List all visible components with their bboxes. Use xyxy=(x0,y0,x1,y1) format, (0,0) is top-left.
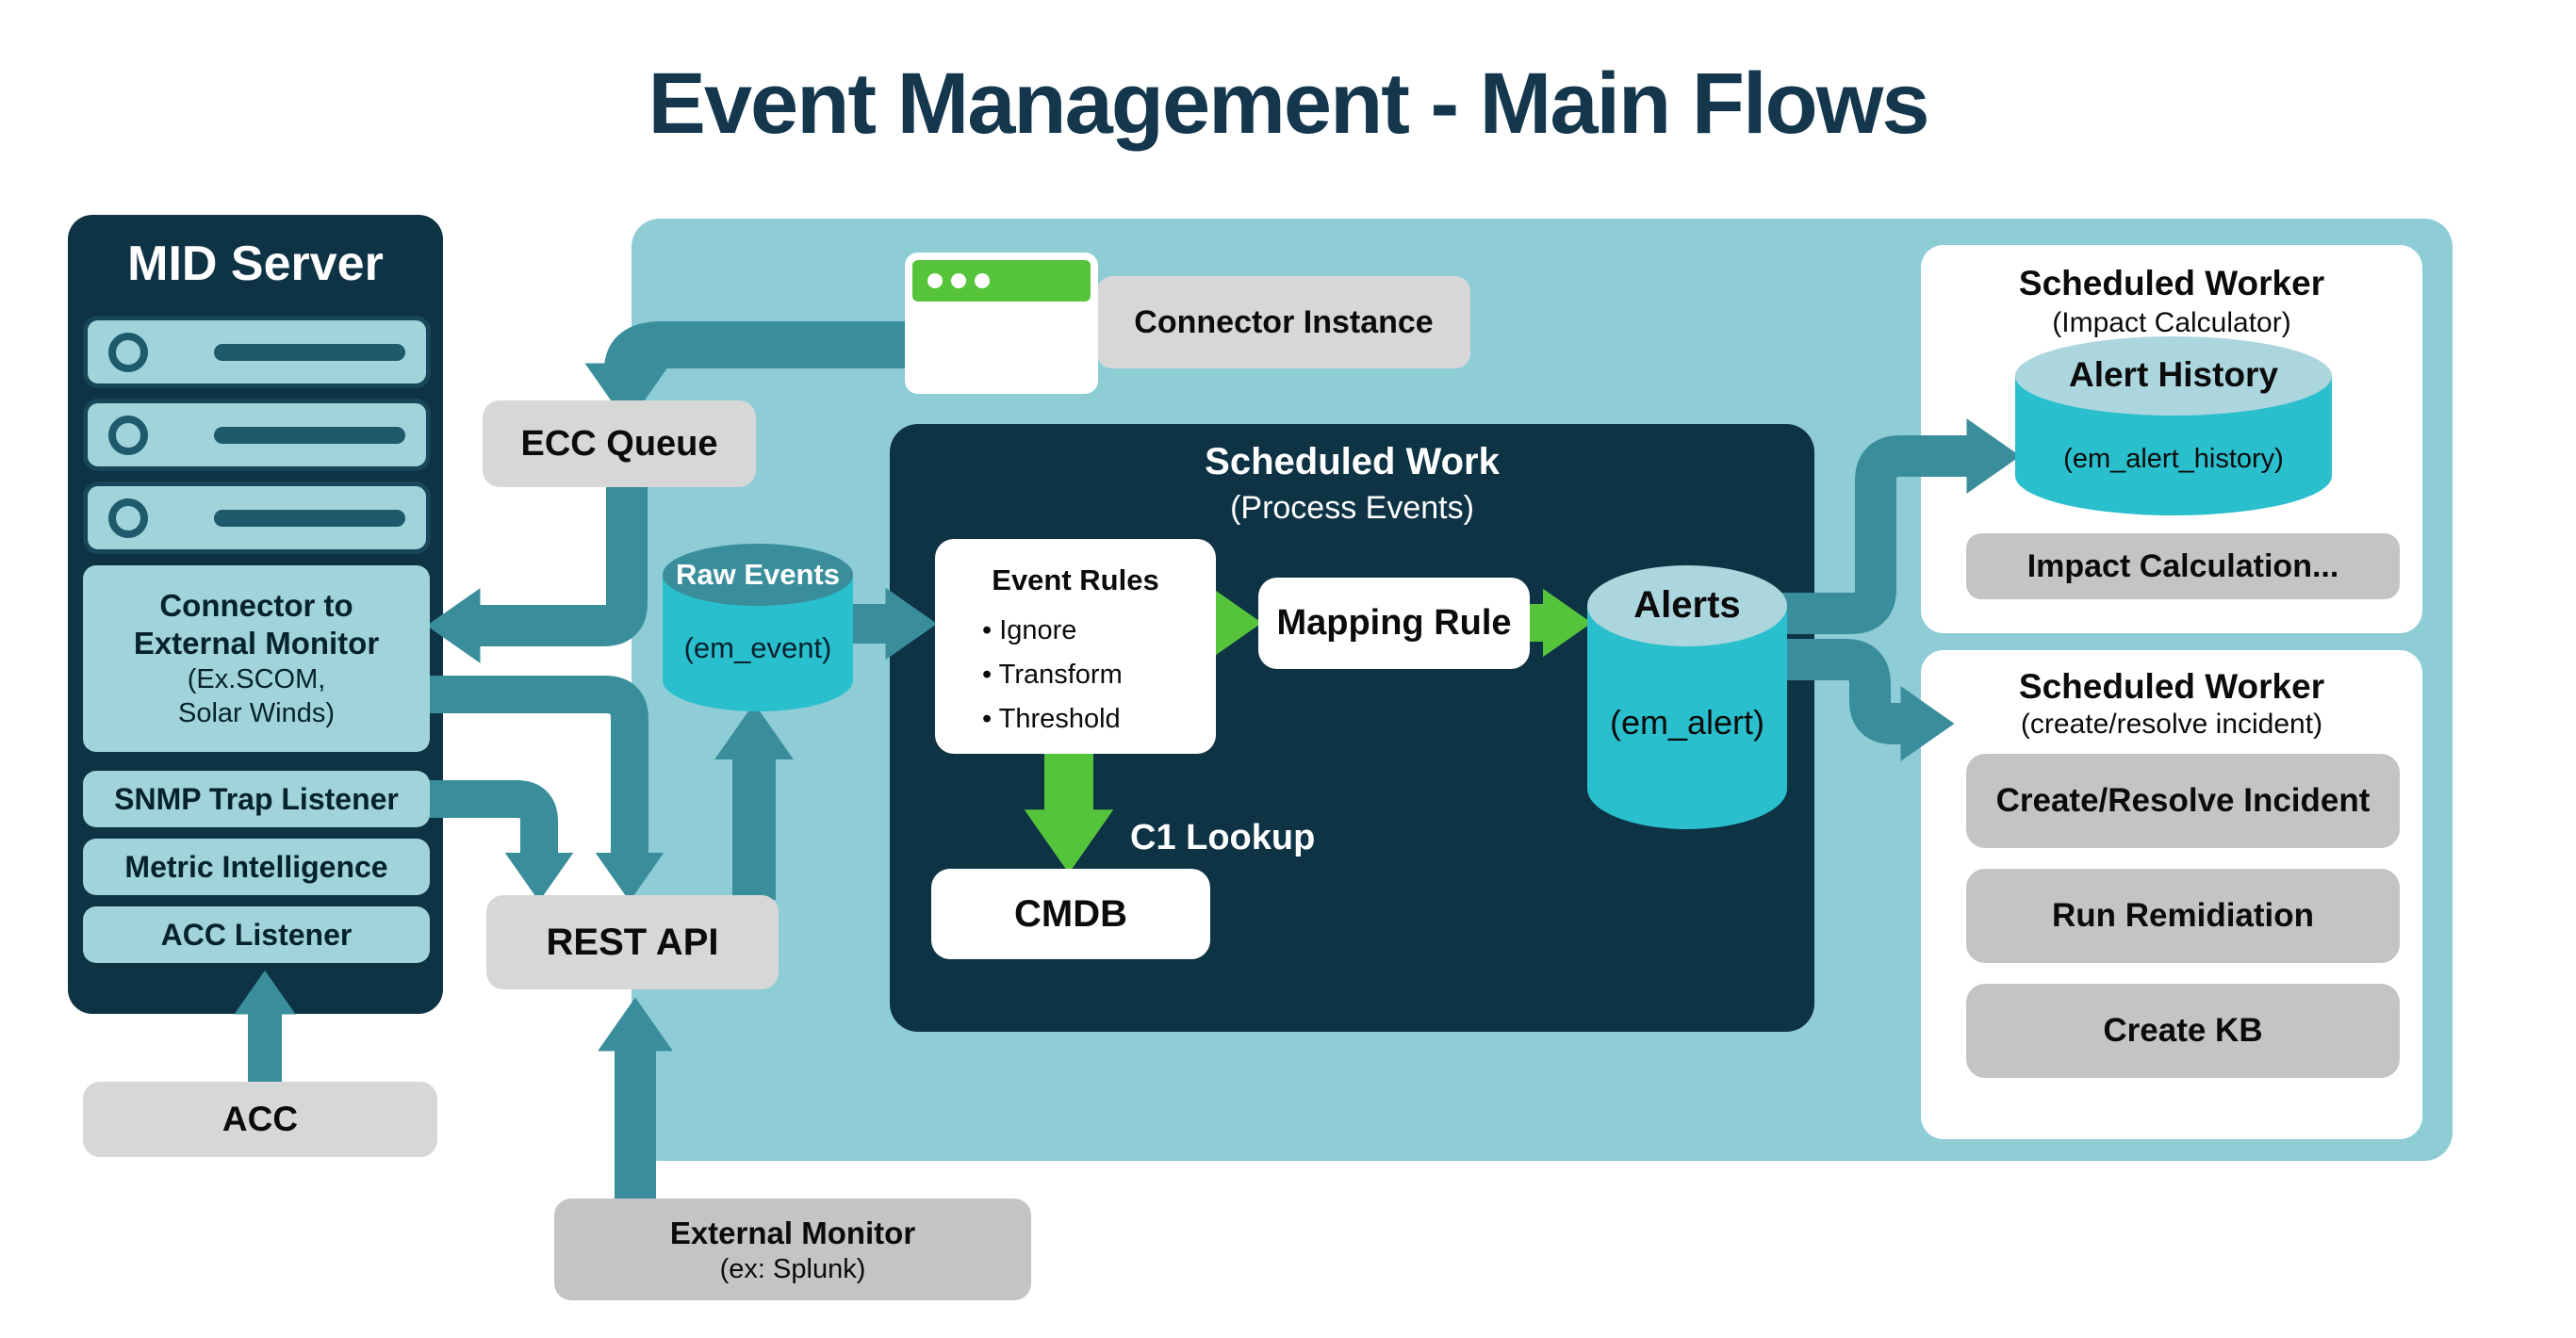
power-light-icon xyxy=(108,333,148,372)
event-rules-box: Event Rules • Ignore • Transform • Thres… xyxy=(935,539,1216,754)
scheduled-work-subtitle: (Process Events) xyxy=(1230,490,1474,526)
alert-history-db: Alert History (em_alert_history) xyxy=(2015,336,2332,515)
drive-bar-icon xyxy=(214,344,405,361)
impact-calculation-box: Impact Calculation... xyxy=(1966,533,2400,599)
rest-api-box: REST API xyxy=(486,895,779,989)
alerts-table: (em_alert) xyxy=(1609,703,1765,742)
alert-history-table: (em_alert_history) xyxy=(2063,444,2284,474)
connector-box-line1: Connector to xyxy=(159,588,353,623)
connector-box-line3: (Ex.SCOM, xyxy=(187,664,326,694)
scheduled-work-title: Scheduled Work xyxy=(1205,441,1500,482)
scheduled-worker-impact-title: Scheduled Worker xyxy=(2018,264,2325,302)
alert-history-title: Alert History xyxy=(2068,355,2279,394)
arrow-ecc-queue-to-external-connector xyxy=(426,482,648,664)
drive-bar-icon xyxy=(214,427,405,444)
connector-box-line4: Solar Winds) xyxy=(178,698,335,728)
connector-box-line2: External Monitor xyxy=(133,626,380,661)
metric-intelligence-box: Metric Intelligence xyxy=(83,839,430,895)
event-rules-title: Event Rules xyxy=(992,563,1159,596)
c1-lookup-label: C1 Lookup xyxy=(1130,818,1316,857)
scheduled-worker-incident-subtitle: (create/resolve incident) xyxy=(2020,709,2323,740)
power-light-icon xyxy=(108,416,148,455)
database-cylinder-icon xyxy=(1587,565,1787,829)
mid-server-title: MID Server xyxy=(127,237,384,291)
database-cylinder-icon xyxy=(2015,336,2332,515)
alerts-title: Alerts xyxy=(1633,584,1741,626)
scheduled-worker-incident-title: Scheduled Worker xyxy=(2018,667,2325,706)
arrow-external-connector-to-rest-api xyxy=(424,676,665,902)
create-kb-box: Create KB xyxy=(1966,984,2400,1078)
browser-titlebar xyxy=(912,260,1091,302)
event-rule-bullet: • Threshold xyxy=(982,704,1121,734)
page-title: Event Management - Main Flows xyxy=(648,56,1930,152)
window-dot-icon xyxy=(975,273,990,288)
cmdb-box: CMDB xyxy=(931,869,1210,959)
external-monitor-box: External Monitor (ex: Splunk) xyxy=(554,1199,1031,1300)
drive-bar-icon xyxy=(214,510,405,527)
create-resolve-incident-box: Create/Resolve Incident xyxy=(1966,754,2400,848)
power-light-icon xyxy=(108,498,148,538)
database-cylinder-icon xyxy=(663,544,853,711)
run-remidiation-box: Run Remidiation xyxy=(1966,869,2400,963)
server-rack-row xyxy=(83,399,431,471)
browser-window-icon xyxy=(905,253,1098,394)
acc-listener-box: ACC Listener xyxy=(83,906,430,963)
external-monitor-subtitle: (ex: Splunk) xyxy=(719,1254,866,1284)
mapping-rule-box: Mapping Rule xyxy=(1258,578,1530,669)
connector-instance-label: Connector Instance xyxy=(1097,276,1470,368)
event-rule-bullet: • Ignore xyxy=(982,615,1077,645)
server-rack-row xyxy=(83,481,431,554)
scheduled-worker-impact-subtitle: (Impact Calculator) xyxy=(2052,307,2291,338)
alerts-db: Alerts (em_alert) xyxy=(1587,565,1787,829)
external-monitor-title: External Monitor xyxy=(669,1216,916,1250)
raw-events-title: Raw Events xyxy=(675,558,840,591)
window-dot-icon xyxy=(927,273,943,288)
connector-external-monitor-box: Connector to External Monitor (Ex.SCOM, … xyxy=(83,565,430,752)
window-dot-icon xyxy=(951,273,966,288)
raw-events-db: Raw Events (em_event) xyxy=(663,544,853,711)
ecc-queue-box: ECC Queue xyxy=(483,400,756,487)
raw-events-table: (em_event) xyxy=(683,631,832,664)
event-rule-bullet: • Transform xyxy=(982,660,1123,690)
acc-box: ACC xyxy=(83,1082,437,1157)
snmp-trap-listener-box: SNMP Trap Listener xyxy=(83,771,430,827)
server-rack-row xyxy=(83,316,431,388)
